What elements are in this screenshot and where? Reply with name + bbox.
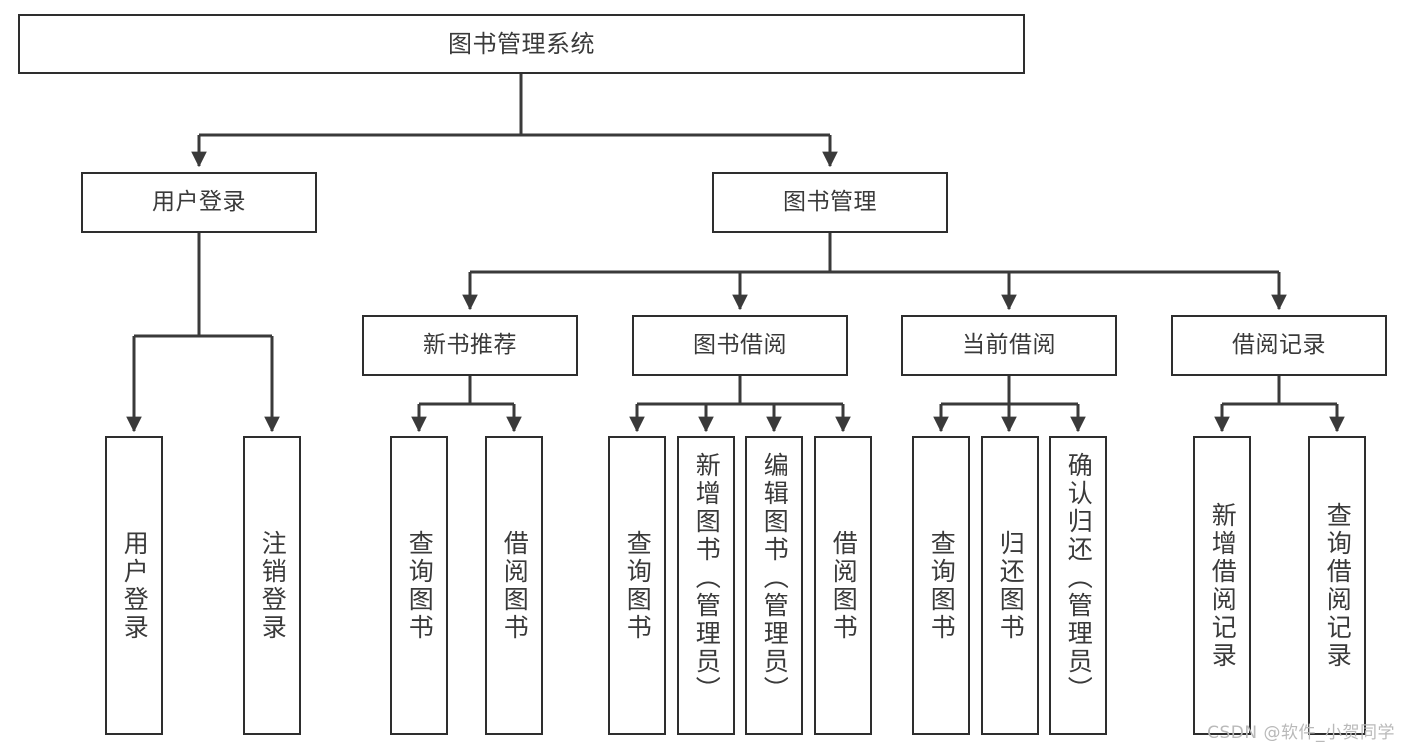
node-label: 查询借阅记录: [1323, 501, 1353, 670]
leaf-user-logout[interactable]: 注销登录: [243, 436, 301, 735]
node-new-book-recommend[interactable]: 新书推荐: [362, 315, 578, 376]
node-label: 借阅记录: [1232, 331, 1326, 358]
node-book-borrow[interactable]: 图书借阅: [632, 315, 848, 376]
node-label: 查询图书: [623, 529, 653, 642]
csdn-watermark: CSDN @软件_小贺同学: [1207, 723, 1395, 743]
leaf-query-book-borrow[interactable]: 查询图书: [608, 436, 666, 735]
node-borrow-record[interactable]: 借阅记录: [1171, 315, 1387, 376]
node-label: 注销登录: [258, 529, 288, 642]
leaf-user-login[interactable]: 用户登录: [105, 436, 163, 735]
leaf-edit-book-admin[interactable]: 编辑图书（管理员）: [745, 436, 803, 735]
node-label: 编辑图书（管理员）: [760, 452, 790, 704]
node-current-borrow[interactable]: 当前借阅: [901, 315, 1117, 376]
node-label: 图书管理: [783, 188, 877, 215]
node-label: 用户登录: [152, 188, 246, 215]
node-label: 借阅图书: [829, 529, 859, 642]
node-book-manage[interactable]: 图书管理: [712, 172, 948, 233]
leaf-borrow-book[interactable]: 借阅图书: [814, 436, 872, 735]
leaf-confirm-return-admin[interactable]: 确认归还（管理员）: [1049, 436, 1107, 735]
node-label: 图书管理系统: [448, 29, 595, 58]
node-label: 新增图书（管理员）: [692, 452, 722, 704]
node-label: 图书借阅: [693, 331, 787, 358]
node-label: 新增借阅记录: [1208, 501, 1238, 670]
node-user-login[interactable]: 用户登录: [81, 172, 317, 233]
node-label: 确认归还（管理员）: [1064, 452, 1094, 704]
leaf-borrow-book-recommend[interactable]: 借阅图书: [485, 436, 543, 735]
node-label: 归还图书: [996, 529, 1026, 642]
node-root-system[interactable]: 图书管理系统: [18, 14, 1025, 74]
node-label: 查询图书: [927, 529, 957, 642]
node-label: 查询图书: [405, 529, 435, 642]
leaf-return-book[interactable]: 归还图书: [981, 436, 1039, 735]
node-label: 借阅图书: [500, 529, 530, 642]
leaf-query-borrow-record[interactable]: 查询借阅记录: [1308, 436, 1366, 735]
node-label: 新书推荐: [423, 331, 517, 358]
leaf-add-borrow-record[interactable]: 新增借阅记录: [1193, 436, 1251, 735]
leaf-query-book-recommend[interactable]: 查询图书: [390, 436, 448, 735]
node-label: 用户登录: [120, 529, 150, 642]
node-label: 当前借阅: [962, 331, 1056, 358]
leaf-query-book-current[interactable]: 查询图书: [912, 436, 970, 735]
leaf-add-book-admin[interactable]: 新增图书（管理员）: [677, 436, 735, 735]
